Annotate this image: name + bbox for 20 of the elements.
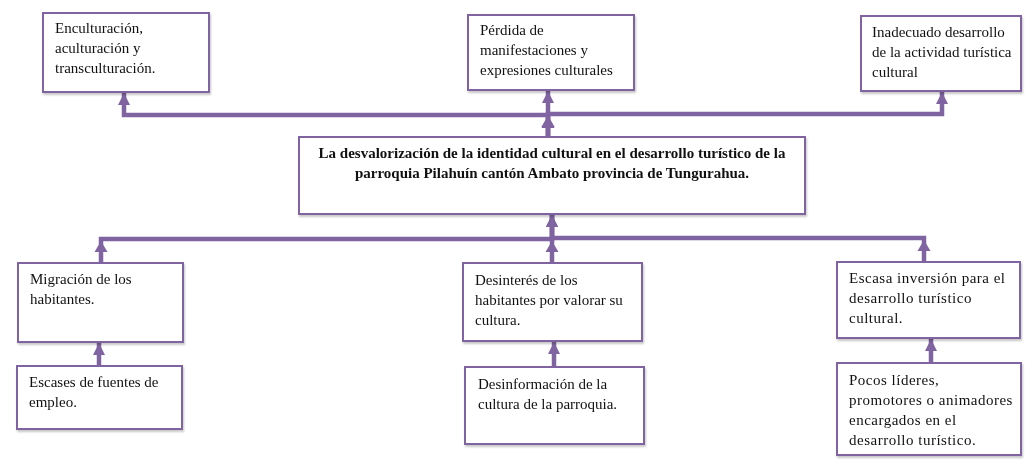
cause-text: Escasa inversión para el desarrollo turístico cultural. [849,269,1007,328]
cause-text: Migración de los habitantes. [30,270,133,309]
sub-cause-box [836,362,1022,456]
cause-box [462,262,643,342]
effect-box [860,15,1022,92]
effect-text: Inadecuado desarrollo de la actividad turística cultural [872,23,1013,82]
sub-cause-text: Pocos líderes, promotores o animadores encargados en el desarrollo turístico. [849,371,1014,450]
effect-box [467,14,635,91]
sub-cause-text: Escases de fuentes de empleo. [29,373,160,412]
effect-text: Enculturación, aculturación y transculturación. [55,19,157,78]
effect-text: Pérdida de manifestaciones y expresiones culturales [480,21,614,80]
cause-box [17,262,184,343]
sub-cause-text: Desinformación de la cultura de la parroquia. [478,375,619,414]
cause-box [836,261,1021,339]
cause-text: Desinterés de los habitantes por valorar su cultura. [475,271,624,330]
problem-text: La desvalorización de la identidad cultural en el desarrollo turístico de la parroquia Pilahuín cantón Ambato provincia de Tungurahua. [317,144,787,183]
problem-box [298,136,806,215]
effect-box [42,12,210,93]
sub-cause-box [16,365,183,430]
sub-cause-box [464,366,645,445]
